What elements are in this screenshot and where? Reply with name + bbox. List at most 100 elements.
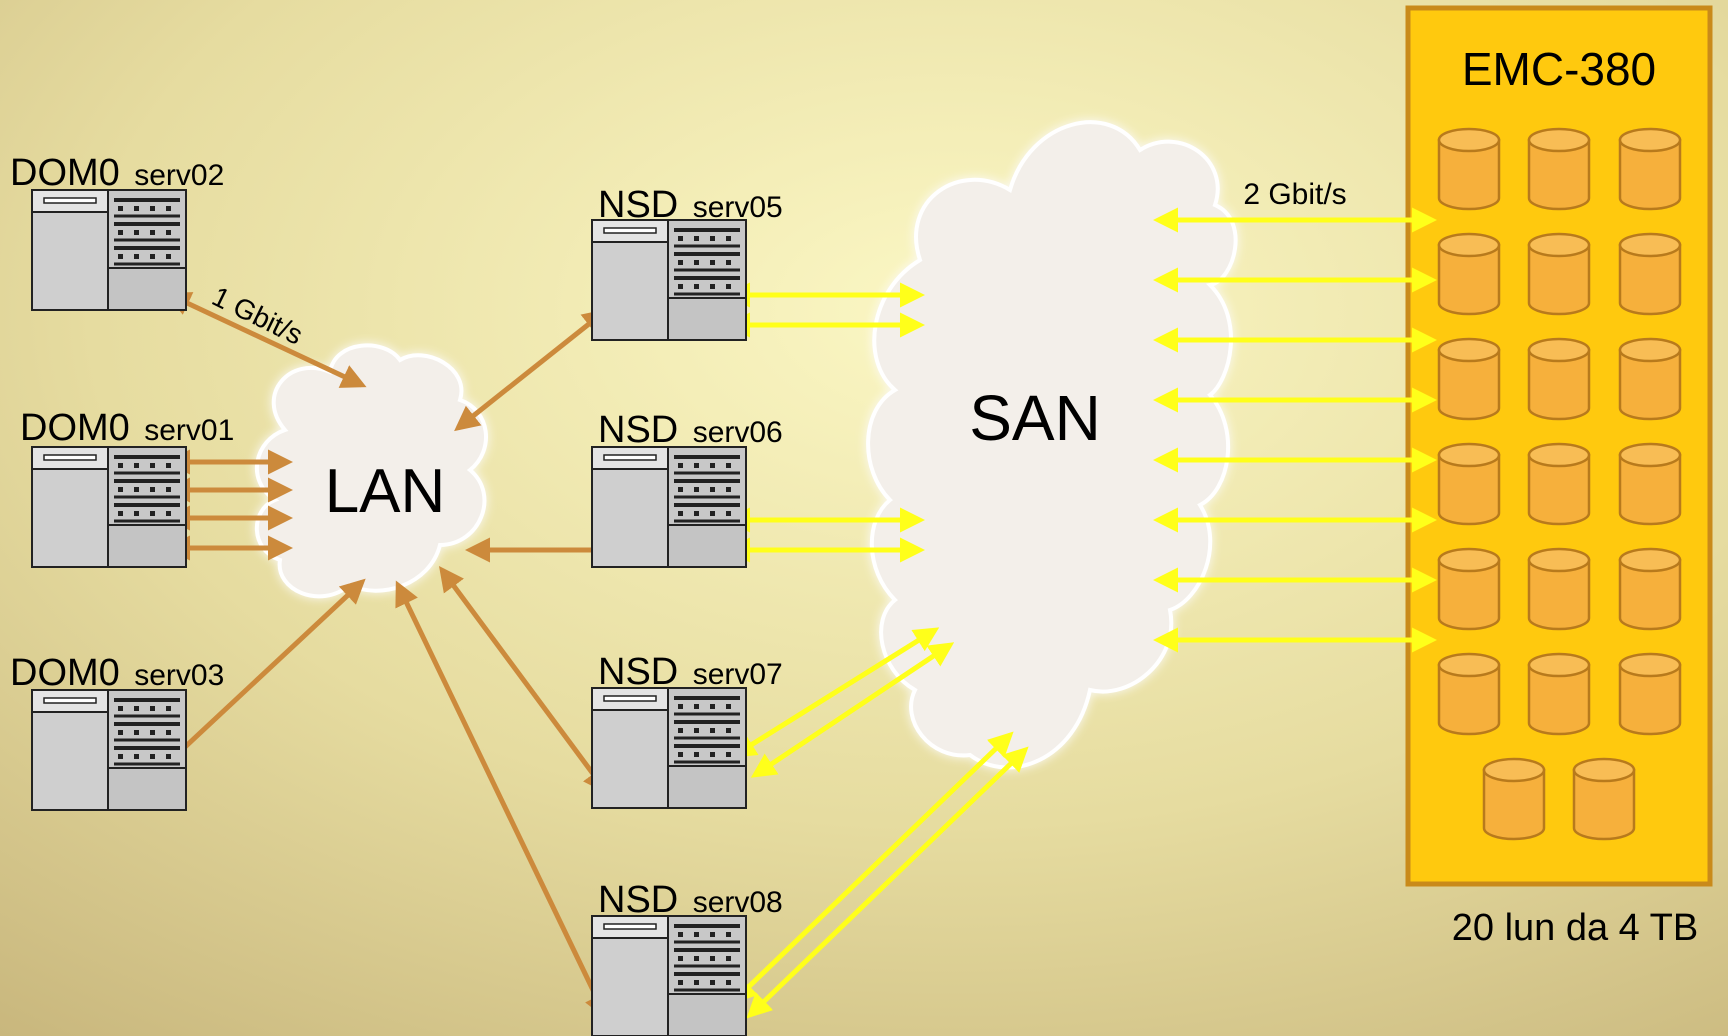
server-icon: [591, 687, 747, 809]
server-icon: [591, 219, 747, 341]
server-led: [678, 236, 683, 241]
server-led: [726, 932, 731, 937]
nsd-server-serv06: NSD serv06: [591, 409, 783, 568]
storage-caption: 20 lun da 4 TB: [1452, 907, 1698, 949]
server-led: [166, 254, 171, 259]
server-led: [694, 511, 699, 516]
server-led: [694, 752, 699, 757]
server-led: [150, 254, 155, 259]
lun-disk: [1527, 652, 1591, 736]
server-led: [678, 511, 683, 516]
server-led: [710, 728, 715, 733]
san-storage-links: [1153, 207, 1437, 653]
server-lower-panel: [667, 993, 747, 1036]
server-led: [694, 487, 699, 492]
server-led: [166, 206, 171, 211]
server-led: [166, 230, 171, 235]
server-led: [710, 956, 715, 961]
server-led: [726, 284, 731, 289]
lun-disk: [1618, 232, 1682, 316]
server-slot: [603, 227, 657, 234]
server-slot: [43, 697, 97, 704]
server-led: [710, 511, 715, 516]
server-led: [118, 206, 123, 211]
server-led: [166, 487, 171, 492]
link-lan-serv05: [454, 308, 608, 432]
server-led: [134, 730, 139, 735]
lun-disk: [1618, 652, 1682, 736]
lun-disk-group: [1437, 127, 1682, 841]
server-led: [150, 754, 155, 759]
dom0-prefix: DOM0: [10, 152, 120, 194]
lun-disk: [1437, 442, 1501, 526]
link-serv03-lan: [151, 578, 366, 779]
server-led: [678, 487, 683, 492]
server-led: [134, 487, 139, 492]
lun-disk: [1437, 652, 1501, 736]
server-led: [726, 463, 731, 468]
server-led: [118, 230, 123, 235]
server-led: [150, 511, 155, 516]
server-name: serv05: [693, 191, 783, 224]
server-led: [726, 487, 731, 492]
server-led: [134, 754, 139, 759]
server-led: [710, 752, 715, 757]
lun-disk: [1527, 442, 1591, 526]
server-led: [694, 932, 699, 937]
server-led: [710, 932, 715, 937]
server-led: [678, 932, 683, 937]
server-icon: [31, 189, 187, 311]
server-led: [726, 728, 731, 733]
server-lower-panel: [667, 297, 747, 341]
server-led: [166, 754, 171, 759]
nsd-title: NSD serv08: [598, 879, 783, 921]
server-led: [150, 206, 155, 211]
server-led: [694, 463, 699, 468]
storage-title: EMC-380: [1462, 43, 1656, 95]
server-led: [118, 754, 123, 759]
link-lan-serv08: [395, 580, 608, 1020]
server-led: [694, 728, 699, 733]
lun-disk: [1437, 232, 1501, 316]
server-name: serv01: [144, 414, 234, 447]
server-led: [710, 487, 715, 492]
server-led: [150, 730, 155, 735]
server-led: [118, 706, 123, 711]
lun-disk: [1527, 337, 1591, 421]
server-led: [118, 511, 123, 516]
server-slot: [603, 923, 657, 930]
server-led: [710, 980, 715, 985]
nsd-server-serv05: NSD serv05: [591, 184, 783, 341]
nsd-prefix: NSD: [598, 409, 678, 451]
dom0-server-serv01: DOM0 serv01: [20, 407, 234, 568]
server-led: [134, 463, 139, 468]
lun-disk: [1527, 547, 1591, 631]
nsd-title: NSD serv07: [598, 651, 783, 693]
lun-disk: [1527, 232, 1591, 316]
nsd-prefix: NSD: [598, 651, 678, 693]
server-led: [150, 463, 155, 468]
lun-disk: [1482, 757, 1546, 841]
server-led: [726, 752, 731, 757]
server-led: [166, 730, 171, 735]
lun-disk: [1572, 757, 1636, 841]
server-icon: [591, 446, 747, 568]
nsd-server-serv07: NSD serv07: [591, 651, 783, 809]
lun-disk: [1437, 127, 1501, 211]
server-led: [166, 511, 171, 516]
server-led: [678, 463, 683, 468]
server-led: [710, 704, 715, 709]
lun-disk: [1527, 127, 1591, 211]
server-name: serv03: [134, 659, 224, 692]
server-lower-panel: [667, 765, 747, 809]
server-led: [134, 230, 139, 235]
server-led: [678, 704, 683, 709]
server-lower-panel: [107, 267, 187, 311]
server-led: [118, 487, 123, 492]
server-led: [726, 980, 731, 985]
server-led: [678, 956, 683, 961]
server-led: [726, 511, 731, 516]
server-led: [118, 254, 123, 259]
link-serv02-lan: [165, 292, 367, 388]
